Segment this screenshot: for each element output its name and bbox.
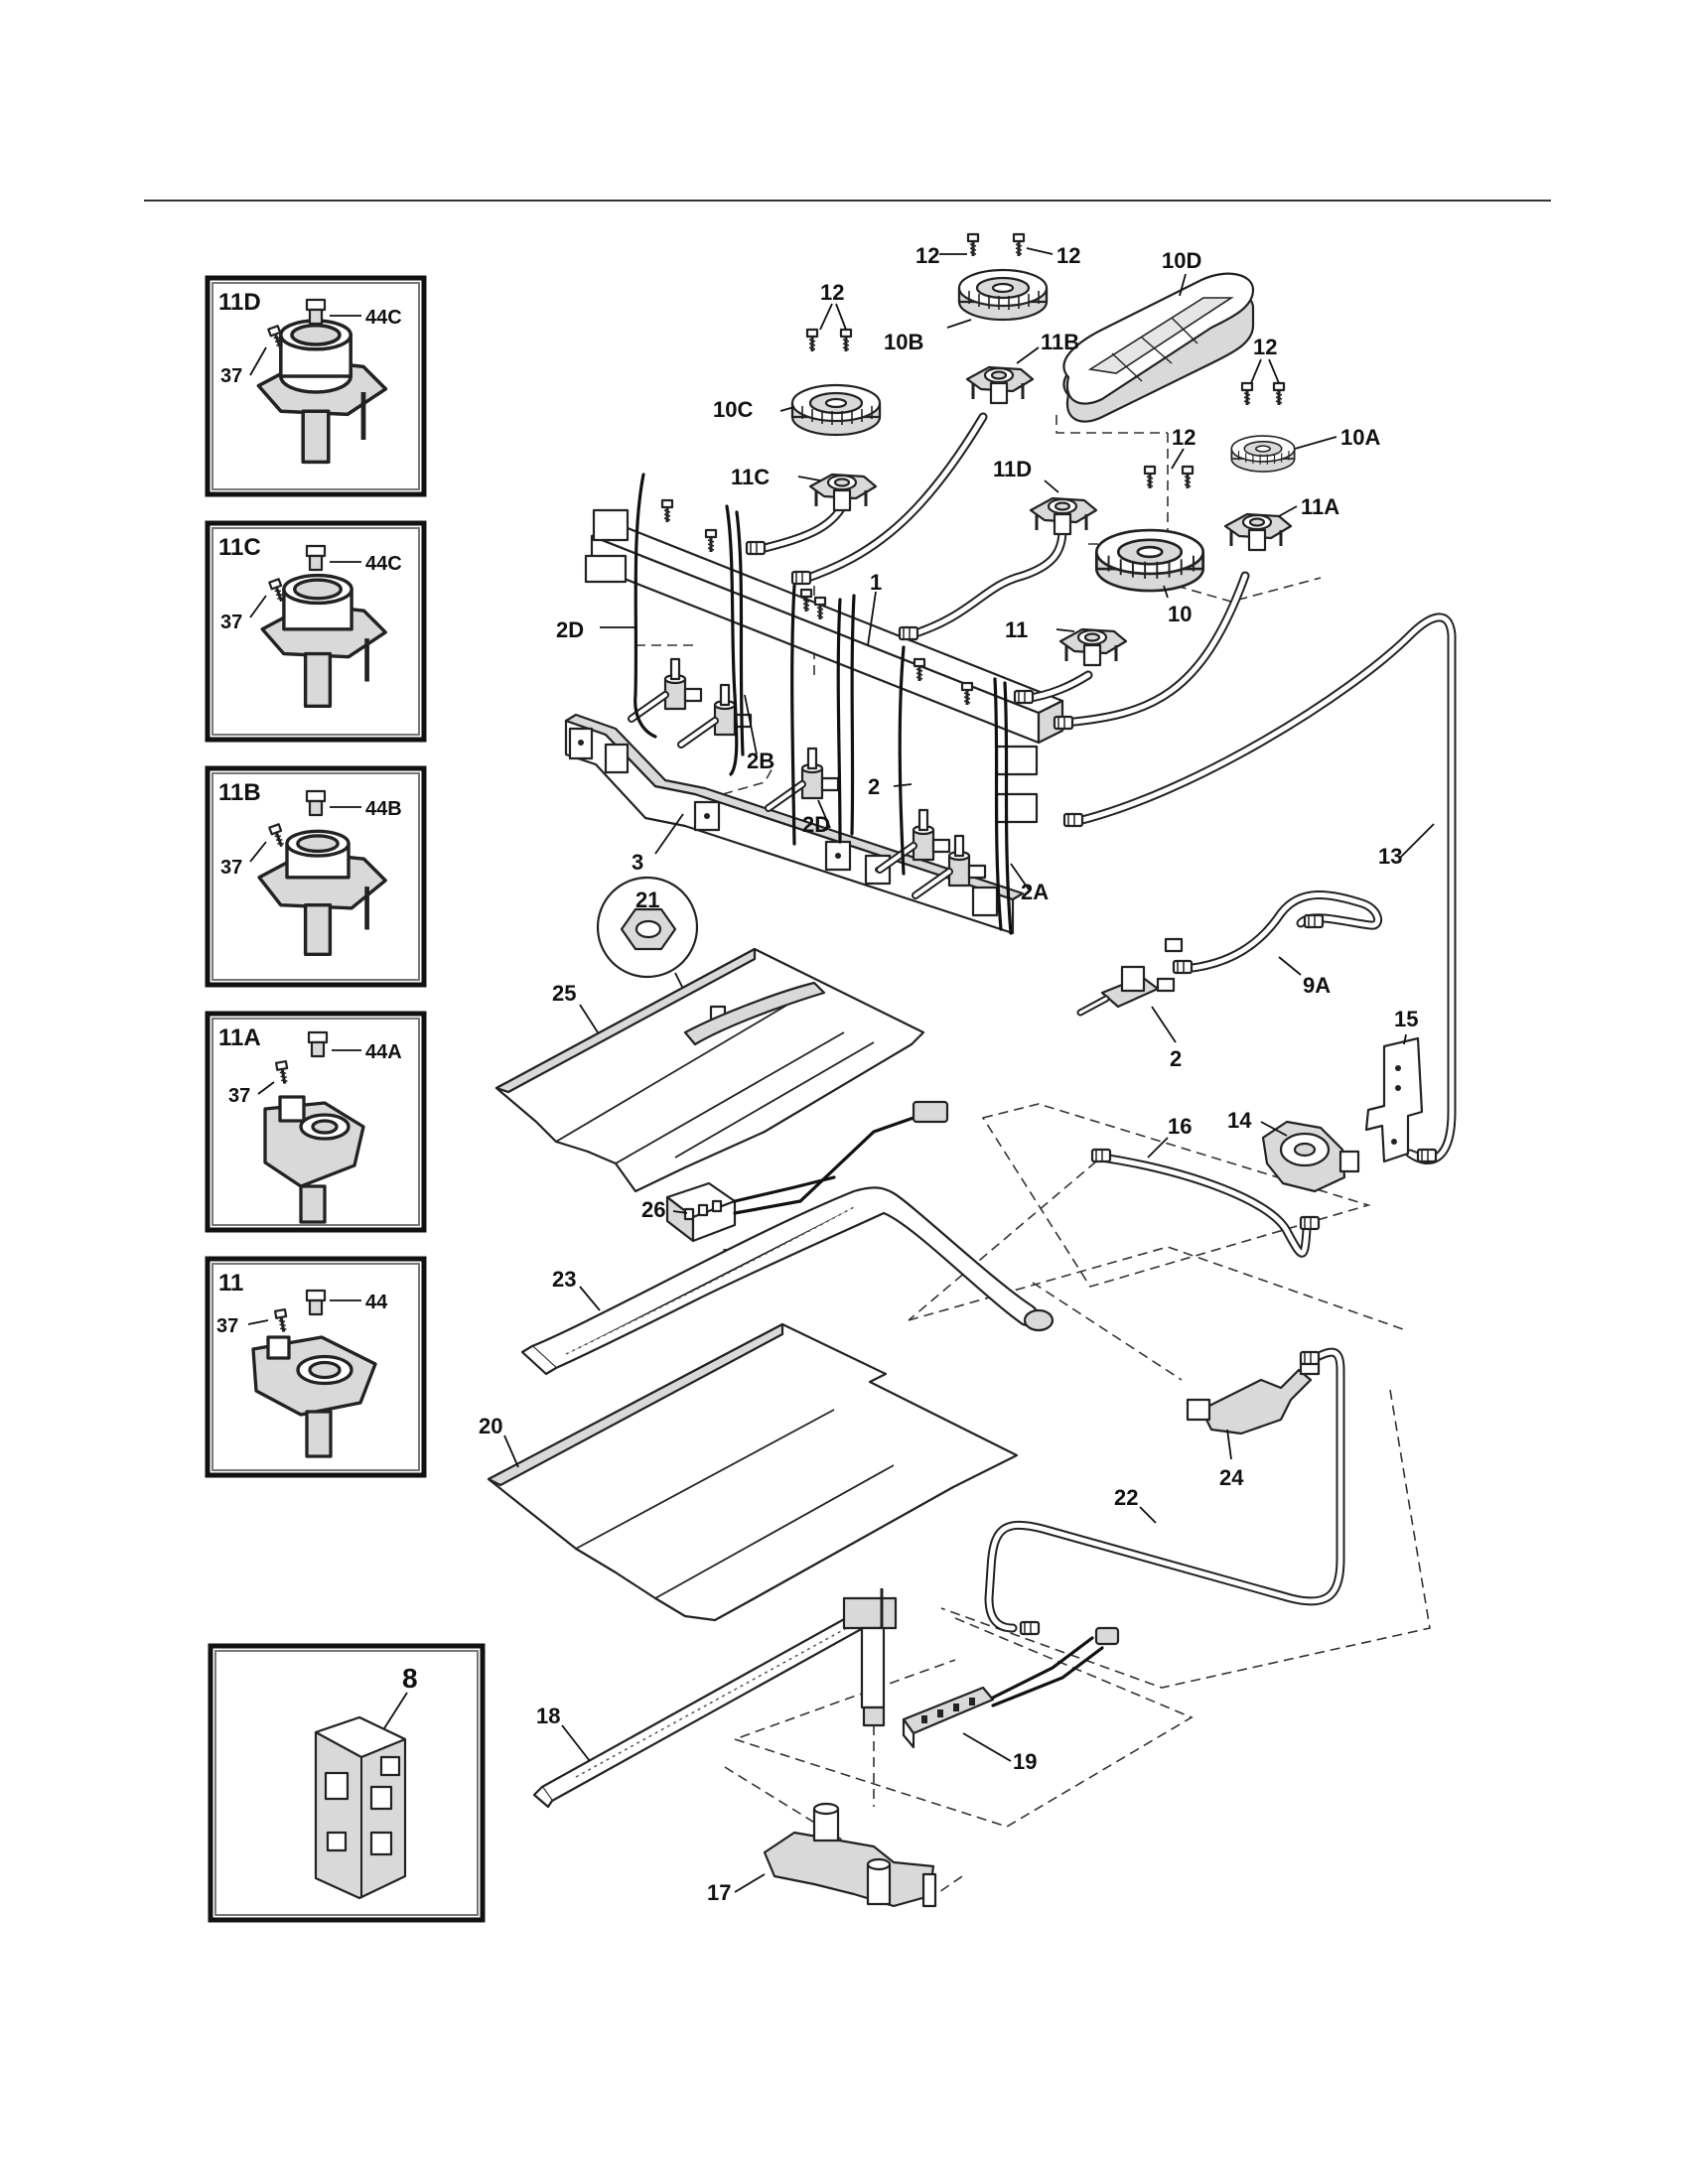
callout-14: 14 — [1227, 1108, 1252, 1133]
callout-12: 12 — [820, 280, 844, 305]
inset-label-37: 37 — [220, 612, 242, 633]
callout-16: 16 — [1168, 1114, 1192, 1139]
inset-label-44: 44A — [365, 1041, 402, 1063]
ignition-wires — [633, 473, 1013, 935]
callout-11c: 11C — [731, 465, 770, 489]
callout-25: 25 — [552, 981, 576, 1006]
inset-label-44: 44C — [365, 307, 402, 329]
callout-2d: 2D — [556, 617, 584, 642]
callout-18: 18 — [536, 1704, 560, 1728]
inset-label-44: 44 — [365, 1292, 388, 1313]
burner-head-10a — [1230, 435, 1296, 473]
callout-2d: 2D — [802, 812, 830, 837]
burner-base-11b — [965, 365, 1035, 405]
callout-10d: 10D — [1162, 248, 1201, 273]
callout-1: 1 — [870, 570, 882, 595]
burner-head-10c — [790, 383, 882, 437]
callout-10c: 10C — [713, 397, 753, 422]
valve-2 — [880, 810, 949, 870]
callout-22: 22 — [1114, 1485, 1138, 1510]
tube-16 — [1090, 1148, 1321, 1258]
inset-label-37: 37 — [216, 1315, 238, 1337]
callout-10b: 10B — [884, 330, 923, 354]
callout-21: 21 — [635, 887, 659, 912]
nut-21-detail — [596, 876, 704, 1029]
regulator-14 — [1261, 1120, 1360, 1193]
burner-tubes — [745, 412, 1457, 1165]
callout-12: 12 — [915, 243, 939, 268]
burner-base-11d — [1029, 496, 1098, 536]
oven-burner-23 — [520, 1186, 1055, 1376]
callout-11: 11 — [1005, 617, 1028, 642]
callout-2a: 2A — [1021, 880, 1049, 904]
callout-24: 24 — [1219, 1465, 1244, 1490]
callout-2b: 2B — [747, 749, 774, 773]
callout-2: 2 — [868, 774, 880, 799]
callout-3: 3 — [632, 850, 643, 875]
inset-title: 11 — [218, 1270, 243, 1297]
shield-25 — [494, 947, 925, 1193]
callout-26: 26 — [641, 1197, 665, 1222]
valve-2-lower — [1076, 937, 1184, 1017]
callout-12: 12 — [1172, 425, 1196, 450]
valve-2d — [769, 749, 838, 808]
orifice-holder-24 — [1186, 1356, 1321, 1435]
burner-base-11a — [1223, 512, 1293, 552]
inset-title: 11D — [218, 289, 261, 316]
igniter-19 — [902, 1626, 1120, 1749]
callout-10a: 10A — [1340, 425, 1380, 450]
inset-title: 8 — [402, 1663, 418, 1694]
callout-10: 10 — [1168, 602, 1192, 626]
inset-label-37: 37 — [220, 857, 242, 879]
burner-head-10d — [1062, 272, 1255, 423]
callout-15: 15 — [1394, 1007, 1418, 1031]
callout-12: 12 — [1056, 243, 1080, 268]
burner-base-11 — [1058, 627, 1128, 667]
bracket-3 — [564, 713, 1025, 935]
inset-label-44: 44B — [365, 798, 402, 820]
callout-19: 19 — [1013, 1749, 1037, 1774]
callouts: 12 12 10D 12 10B 11B 12 10C 12 10A 11C 1… — [479, 243, 1435, 1905]
inset-11d: 11D 44C 37 — [205, 275, 427, 497]
shield-20 — [487, 1322, 1019, 1622]
igniter-26 — [665, 1100, 949, 1263]
valve-2d-upper — [632, 659, 701, 719]
inset-11a: 11A 44A 37 — [205, 1011, 427, 1233]
inset-11c: 11C 44C 37 — [205, 520, 427, 743]
callout-17: 17 — [707, 1880, 731, 1905]
inset-label-37: 37 — [228, 1085, 250, 1107]
inset-title: 11C — [218, 534, 261, 561]
burner-head-10 — [1094, 528, 1205, 593]
callout-11d: 11D — [993, 457, 1032, 481]
callout-23: 23 — [552, 1267, 576, 1292]
callout-13: 13 — [1378, 844, 1402, 869]
broil-burner-18 — [532, 1588, 898, 1809]
manifold-pipe-1 — [584, 508, 1064, 824]
inset-11b: 11B 44B 37 — [205, 765, 427, 988]
tube-9a — [1172, 890, 1382, 975]
inset-8: 8 — [208, 1643, 486, 1923]
inset-11: 11 44 37 — [205, 1256, 427, 1478]
burner-head-10b — [957, 268, 1049, 322]
callout-12: 12 — [1253, 335, 1277, 359]
inset-title: 11B — [218, 779, 261, 806]
callout-9a: 9A — [1303, 973, 1331, 998]
callout-2: 2 — [1170, 1046, 1182, 1071]
spark-module-8 — [314, 1715, 407, 1900]
tube-22 — [984, 1347, 1345, 1636]
oven-valve-17 — [763, 1802, 937, 1908]
inset-label-37: 37 — [220, 365, 242, 387]
callout-20: 20 — [479, 1414, 502, 1438]
callout-11a: 11A — [1301, 494, 1339, 519]
inset-title: 11A — [218, 1024, 261, 1051]
inset-label-44: 44C — [365, 553, 402, 575]
bracket-15 — [1364, 1036, 1424, 1163]
callout-11b: 11B — [1041, 330, 1079, 354]
